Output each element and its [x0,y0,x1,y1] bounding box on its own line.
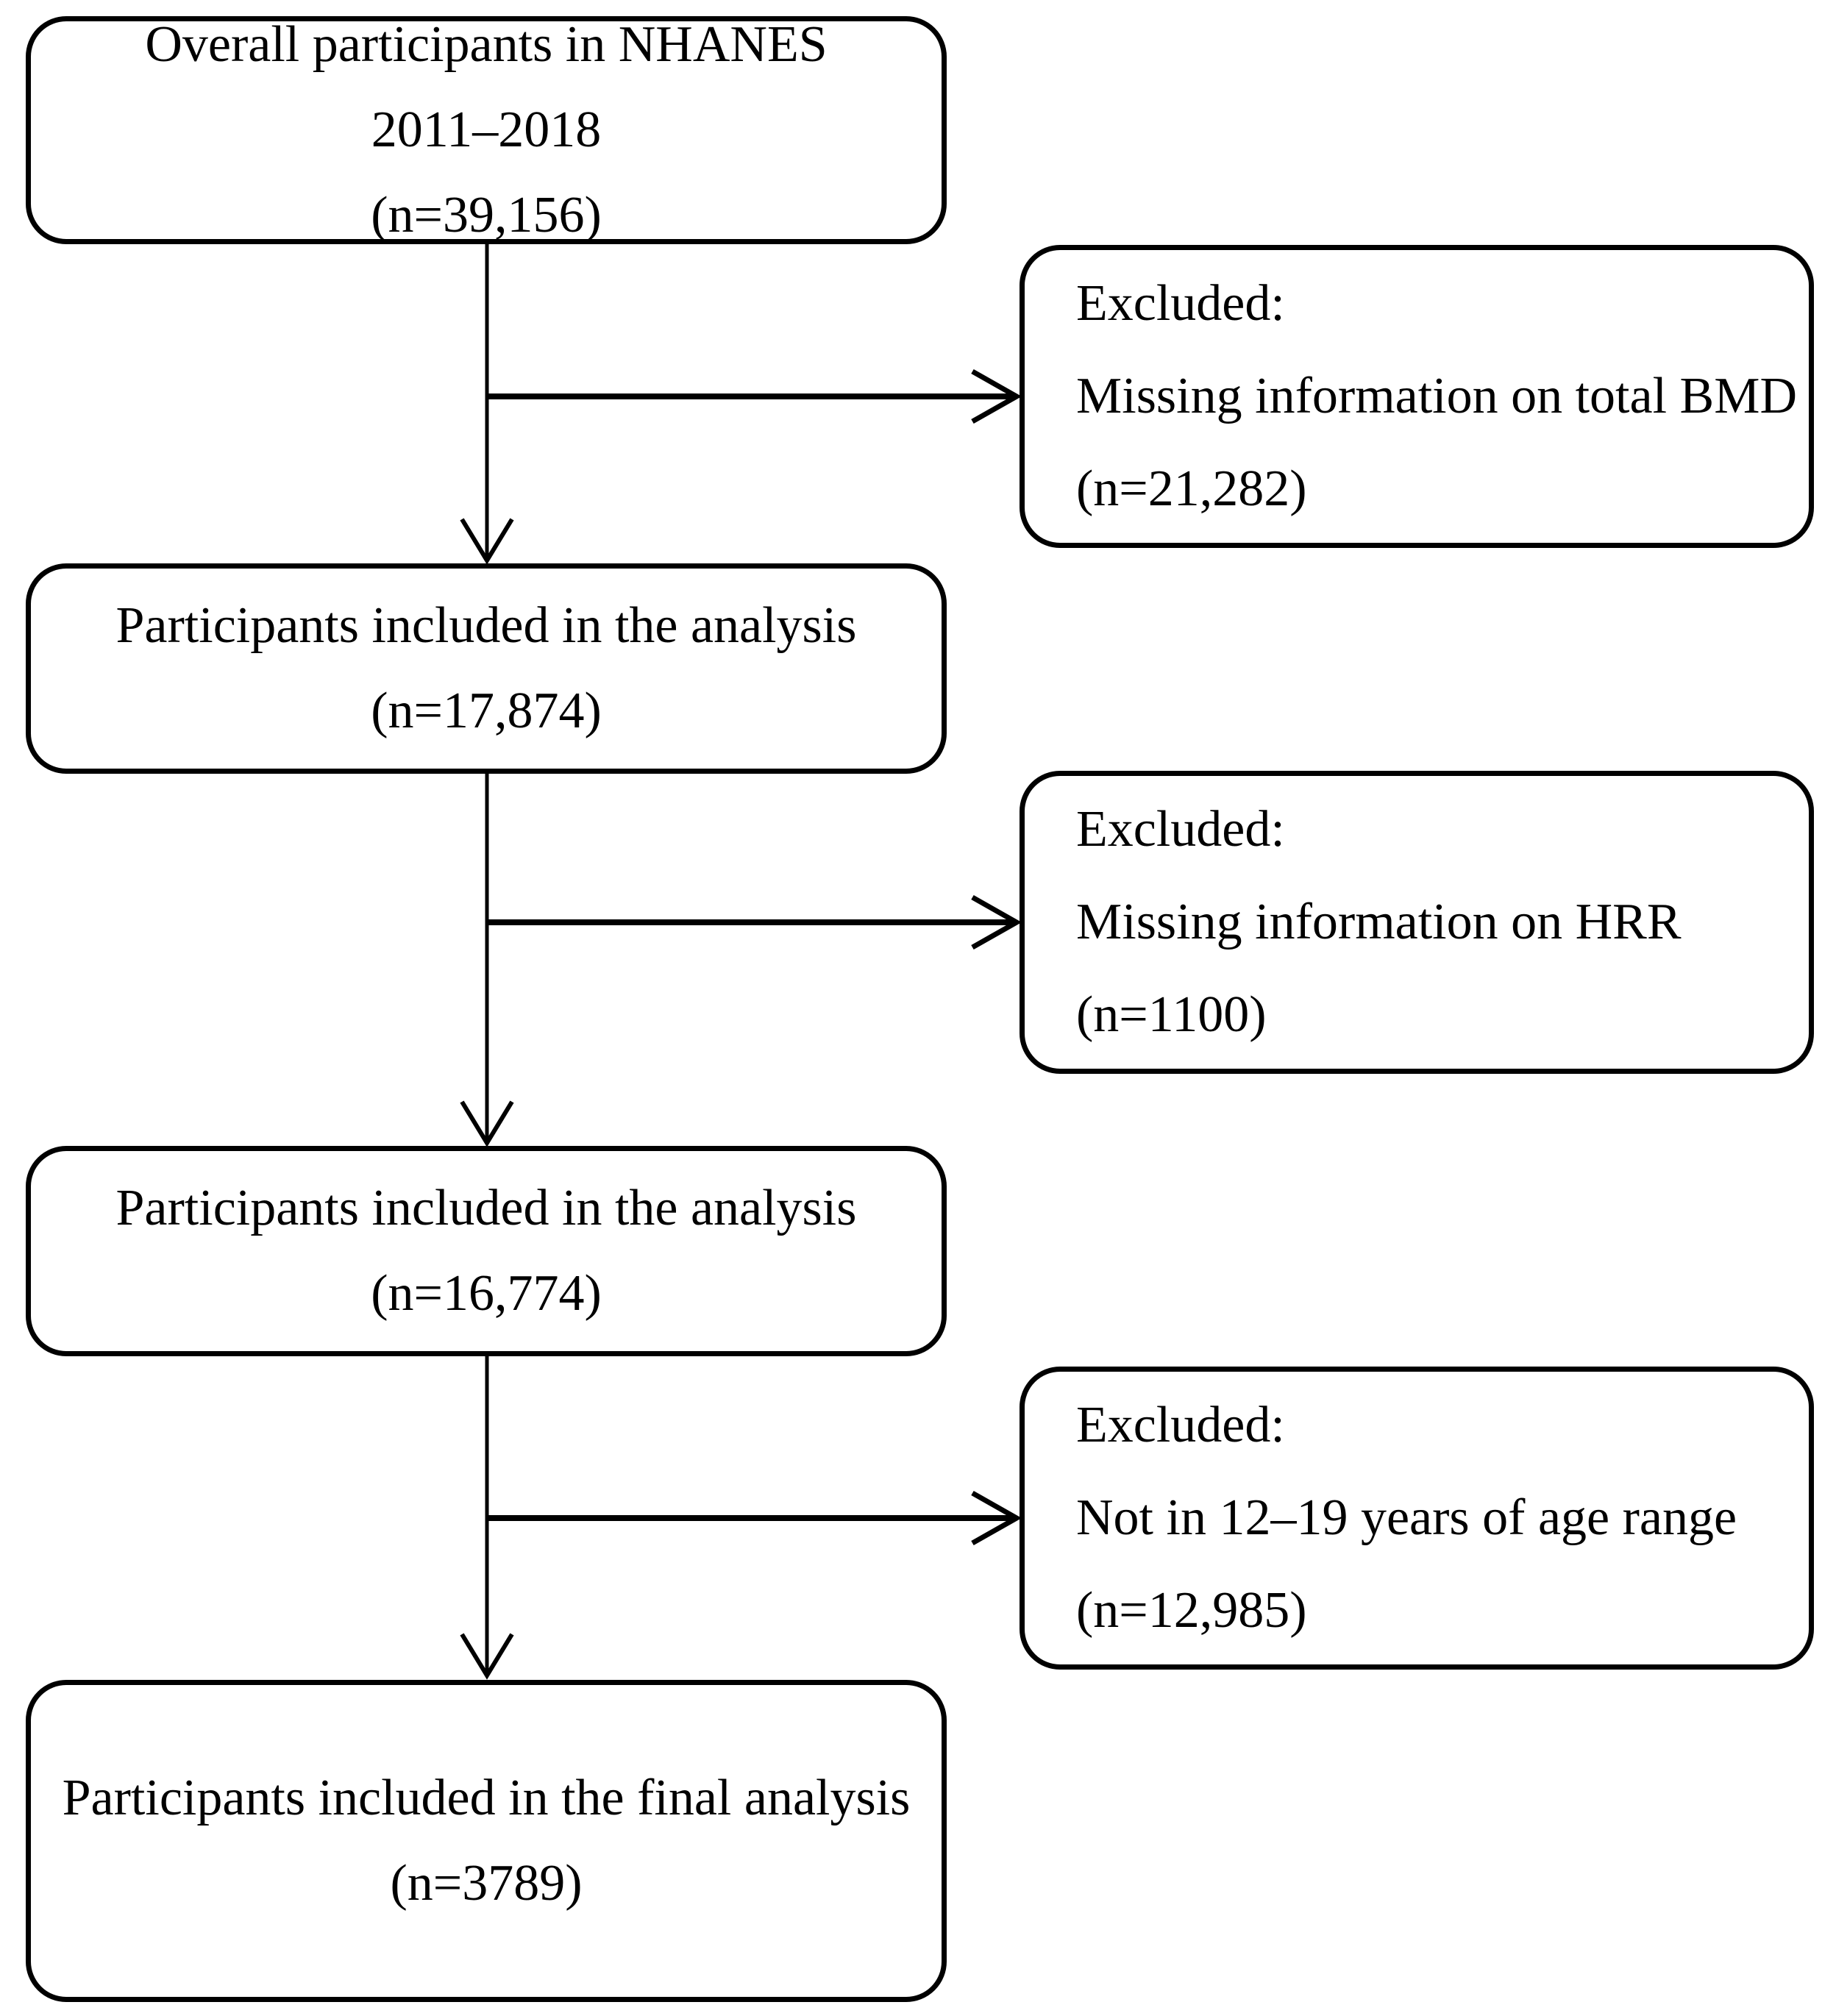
node-text-line: 2011–2018 [371,101,602,158]
node-text-line: Not in 12–19 years of age range [1076,1489,1737,1546]
arrow-included1-to-included2 [460,774,514,1147]
arrow-overall-to-included1 [460,244,514,565]
node-text-line: (n=1100) [1076,986,1267,1043]
node-excluded-total-bmd: Excluded: Missing information on total B… [1020,245,1814,548]
node-text-line: Overall participants in NHANES [145,16,828,73]
arrow-branch-to-excluded2 [487,894,1022,950]
node-text-line: Missing information on total BMD [1076,368,1797,424]
node-text-line: (n=21,282) [1076,460,1307,517]
node-text-line: (n=17,874) [371,683,602,739]
node-text-line: Excluded: [1076,1397,1285,1453]
arrow-branch-to-excluded1 [487,368,1022,424]
node-overall-participants: Overall participants in NHANES 2011–2018… [26,16,947,244]
node-text-line: Missing information on HRR [1076,894,1682,950]
node-excluded-age-range: Excluded: Not in 12–19 years of age rang… [1020,1367,1814,1670]
node-included-analysis-1: Participants included in the analysis (n… [26,563,947,774]
node-text-line: Excluded: [1076,275,1285,332]
node-excluded-hrr: Excluded: Missing information on HRR (n=… [1020,771,1814,1074]
arrow-branch-to-excluded3 [487,1490,1022,1546]
node-included-analysis-2: Participants included in the analysis (n… [26,1146,947,1356]
node-text-line: Participants included in the analysis [115,1180,857,1236]
node-text-line: (n=16,774) [371,1265,602,1322]
node-text-line: (n=39,156) [371,187,602,243]
node-final-analysis: Participants included in the final analy… [26,1680,947,2002]
node-text-line: (n=3789) [390,1855,583,1912]
node-text-line: Participants included in the final analy… [62,1770,911,1826]
node-text-line: (n=12,985) [1076,1582,1307,1639]
node-text-line: Participants included in the analysis [115,597,857,654]
node-text-line: Excluded: [1076,801,1285,858]
